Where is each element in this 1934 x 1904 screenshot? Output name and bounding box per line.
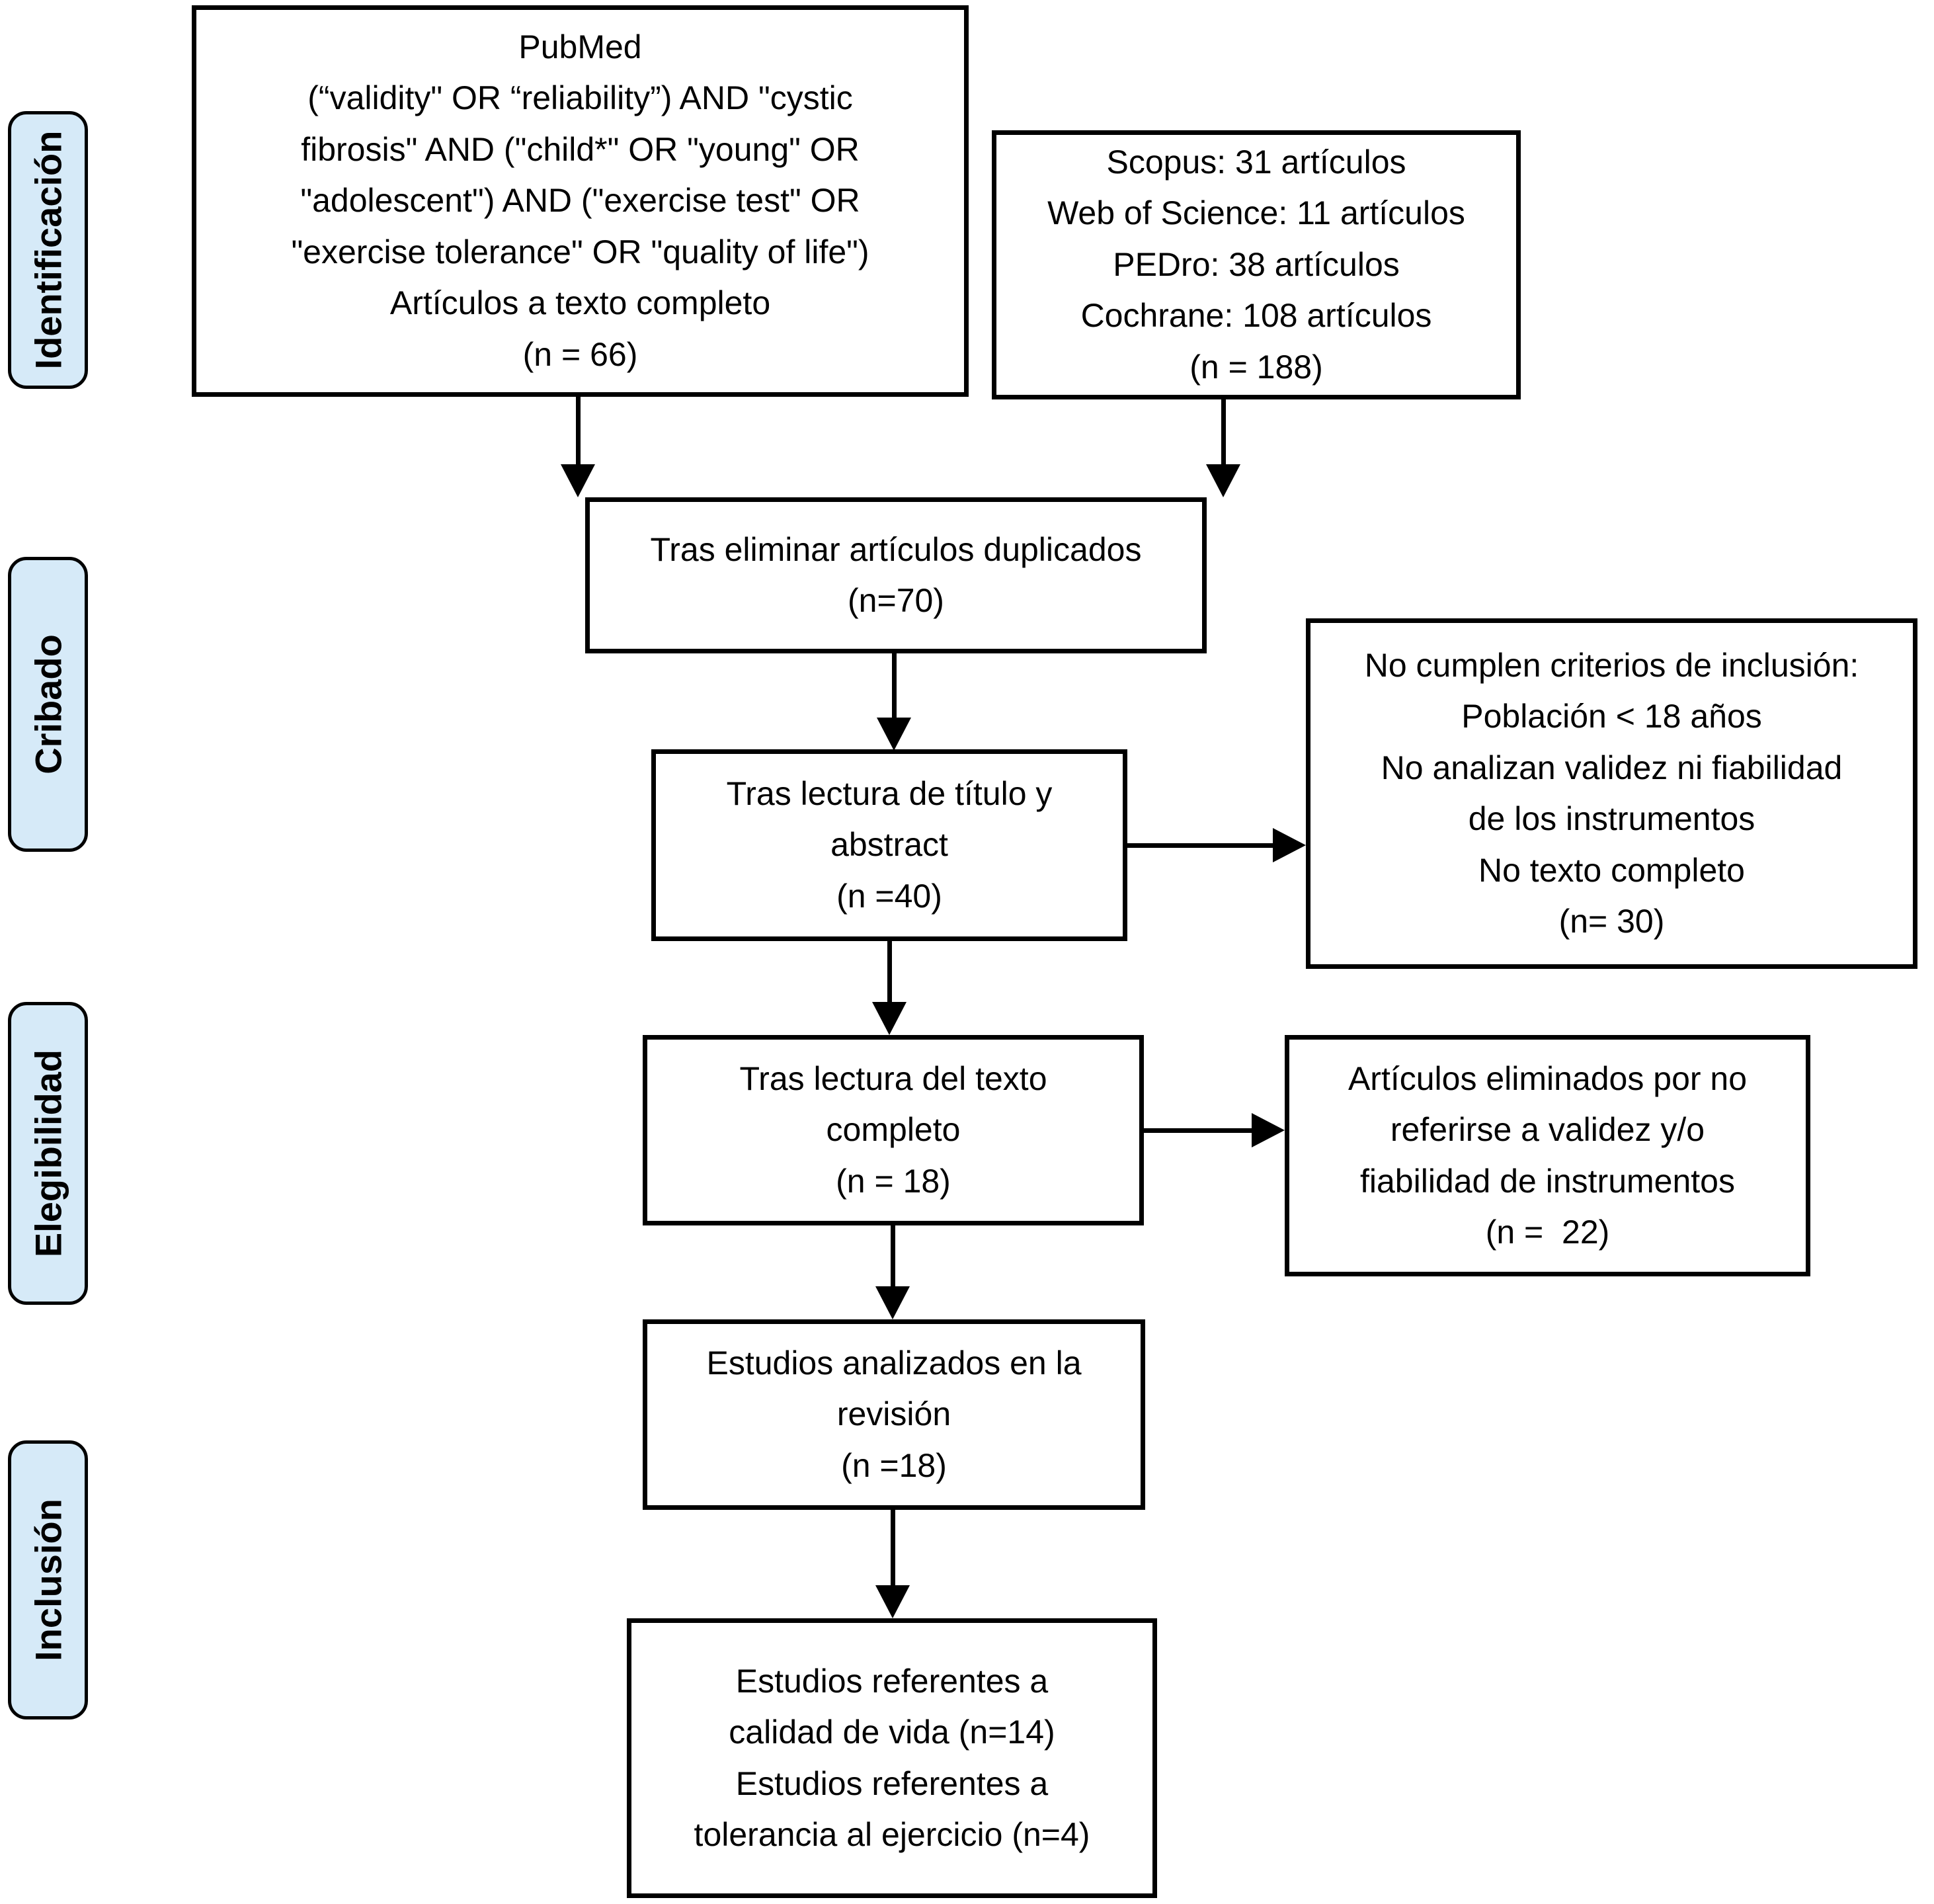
arrow-head	[875, 1286, 910, 1319]
arrow-line	[1144, 1128, 1253, 1133]
arrow-head	[1206, 464, 1240, 497]
arrow-line	[891, 1225, 895, 1288]
arrow-line	[576, 397, 581, 466]
arrow-head	[877, 718, 911, 751]
phase-label-identificacion: Identificación	[8, 111, 88, 389]
phase-label-text: Identificación	[27, 130, 69, 370]
box-articles-removed-validity: Artículos eliminados por no referirse a …	[1285, 1035, 1810, 1276]
arrow-line	[1127, 843, 1274, 848]
phase-label-text: Elegibilidad	[27, 1049, 69, 1258]
arrow-line	[1221, 399, 1226, 466]
arrow-head	[1273, 828, 1306, 862]
box-included-studies-breakdown: Estudios referentes a calidad de vida (n…	[627, 1618, 1157, 1898]
box-after-full-text-reading: Tras lectura del texto completo (n = 18)	[643, 1035, 1144, 1225]
box-pubmed-search-query: PubMed (“validity" OR “reliability”) AND…	[192, 5, 969, 397]
box-after-duplicates-removed: Tras eliminar artículos duplicados (n=70…	[585, 497, 1207, 653]
arrow-head	[1252, 1113, 1285, 1147]
phase-label-elegibilidad: Elegibilidad	[8, 1002, 88, 1305]
arrow-head	[561, 464, 595, 497]
arrow-line	[891, 1510, 895, 1587]
arrow-line	[887, 941, 892, 1004]
box-excluded-inclusion-criteria: No cumplen criterios de inclusión: Pobla…	[1306, 618, 1917, 969]
phase-label-text: Inclusión	[27, 1499, 69, 1661]
phase-label-text: Cribado	[27, 634, 69, 774]
box-other-databases-results: Scopus: 31 artículos Web of Science: 11 …	[992, 130, 1521, 399]
arrow-line	[892, 653, 897, 718]
box-studies-analyzed-review: Estudios analizados en la revisión (n =1…	[643, 1319, 1145, 1510]
phase-label-cribado: Cribado	[8, 557, 88, 852]
phase-label-inclusion: Inclusión	[8, 1440, 88, 1719]
box-after-title-abstract: Tras lectura de título y abstract (n =40…	[651, 749, 1127, 941]
arrow-head	[872, 1002, 907, 1035]
arrow-head	[875, 1585, 910, 1618]
